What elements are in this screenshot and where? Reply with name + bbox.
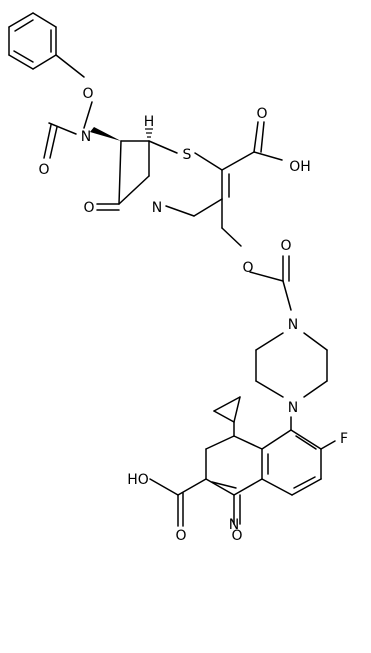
atom-labels: O N O H S O OH O N O O N N F N O O HO: [38, 86, 348, 544]
atom-n-lactam: N: [152, 200, 162, 216]
atom-o-phenoxy: O: [82, 86, 93, 102]
atom-o-acid1: O: [256, 106, 267, 122]
atom-n-piperazine-2: N: [288, 400, 298, 416]
atom-s-ring: S: [183, 147, 192, 163]
wedge-bond: [90, 127, 121, 141]
atom-n-amide: N: [81, 129, 91, 145]
atom-o-lactam: O: [83, 200, 94, 216]
bond-lines: [8, 12, 336, 527]
atom-n-quinolone: N: [229, 517, 239, 533]
atom-o-ketone: O: [231, 528, 242, 544]
atom-h-stereo: H: [144, 114, 155, 130]
atom-ho-acid2: HO: [127, 472, 149, 488]
atom-oh-acid1: OH: [289, 159, 311, 175]
atom-o-ester: O: [242, 260, 253, 276]
atom-o-carbamate: O: [280, 238, 291, 254]
hashed-bond: [145, 128, 153, 138]
atom-o-acetyl: O: [38, 162, 49, 178]
atom-n-piperazine-1: N: [288, 317, 298, 333]
atom-f: F: [340, 431, 348, 447]
atom-o-acid2: O: [175, 528, 186, 544]
